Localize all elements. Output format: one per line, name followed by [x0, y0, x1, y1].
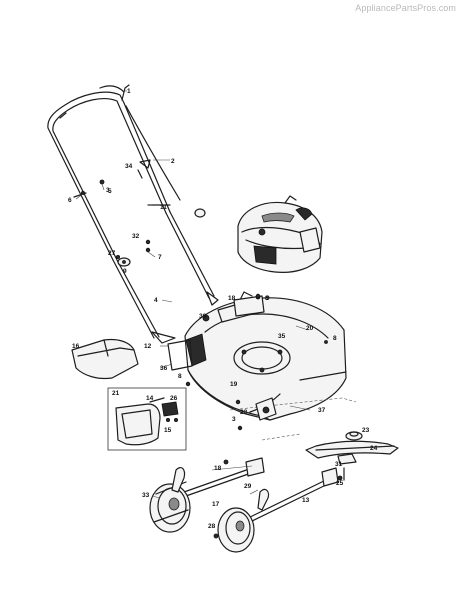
callout-22: 22: [240, 409, 248, 416]
callout-4: 4: [154, 297, 158, 304]
blade-adapter[interactable]: [337, 453, 357, 481]
rear-wheel[interactable]: [149, 481, 191, 533]
callout-18: 18: [214, 465, 222, 472]
callout-34: 34: [125, 163, 133, 170]
callout-37: 37: [318, 407, 326, 414]
callout-3: 3: [106, 187, 110, 194]
watermark: AppliancePartsPros.com: [355, 3, 456, 13]
callout-8: 8: [178, 373, 182, 380]
rear-door-bracket[interactable]: [233, 294, 265, 317]
callout-11: 11: [160, 204, 167, 211]
rear-axle[interactable]: [183, 457, 265, 497]
callout-31: 31: [335, 461, 343, 468]
callout-27: 27: [108, 250, 116, 257]
handle-knob-left[interactable]: [117, 257, 131, 267]
callout-35: 35: [278, 333, 286, 340]
callout-29: 29: [244, 483, 252, 490]
callout-labels: 1 2 3 3 4 5 6 7 8 8 8 9 9 11 12 13 14 15…: [68, 88, 378, 530]
callout-1: 1: [127, 88, 131, 95]
upper-handle[interactable]: [47, 85, 171, 263]
callout-17: 17: [212, 501, 220, 508]
callout-12: 12: [144, 343, 152, 350]
callout-28: 28: [208, 523, 216, 530]
callout-19: 19: [230, 381, 238, 388]
callout-6: 6: [68, 197, 72, 204]
callout-30: 30: [199, 313, 207, 320]
callout-18: 18: [228, 295, 236, 302]
height-adjust-lever[interactable]: [171, 466, 270, 511]
handle-knob-right[interactable]: [194, 208, 206, 218]
mulch-plug-inset: [107, 387, 187, 451]
callout-14: 14: [146, 395, 154, 402]
front-wheel[interactable]: [217, 507, 255, 553]
callout-7: 7: [158, 254, 162, 261]
callout-26: 26: [170, 395, 178, 402]
leader-lines: [75, 90, 311, 499]
callout-8: 8: [333, 335, 337, 342]
engine[interactable]: [237, 195, 323, 273]
callout-36: 36: [160, 365, 168, 372]
front-axle[interactable]: [243, 467, 339, 525]
lower-handle[interactable]: [112, 211, 219, 344]
deck-hardware[interactable]: [185, 293, 343, 539]
callout-16: 16: [72, 343, 80, 350]
control-cable[interactable]: [121, 84, 181, 201]
callout-13: 13: [302, 497, 310, 504]
callout-9: 9: [123, 268, 127, 275]
callout-32: 32: [132, 233, 140, 240]
callout-5: 5: [108, 188, 112, 195]
callout-23: 23: [362, 427, 370, 434]
callout-33: 33: [142, 492, 150, 499]
callout-20: 20: [306, 325, 314, 332]
callout-3: 3: [232, 416, 236, 423]
callout-24: 24: [370, 445, 378, 452]
callout-8: 8: [265, 295, 269, 302]
callout-15: 15: [164, 427, 172, 434]
handle-bolts[interactable]: [73, 159, 171, 259]
callout-25: 25: [336, 480, 344, 487]
callout-21: 21: [112, 390, 120, 397]
callout-2: 2: [171, 158, 175, 165]
callout-9: 9: [266, 295, 270, 302]
discharge-chute[interactable]: [71, 338, 139, 380]
mower-blade[interactable]: [305, 431, 399, 459]
